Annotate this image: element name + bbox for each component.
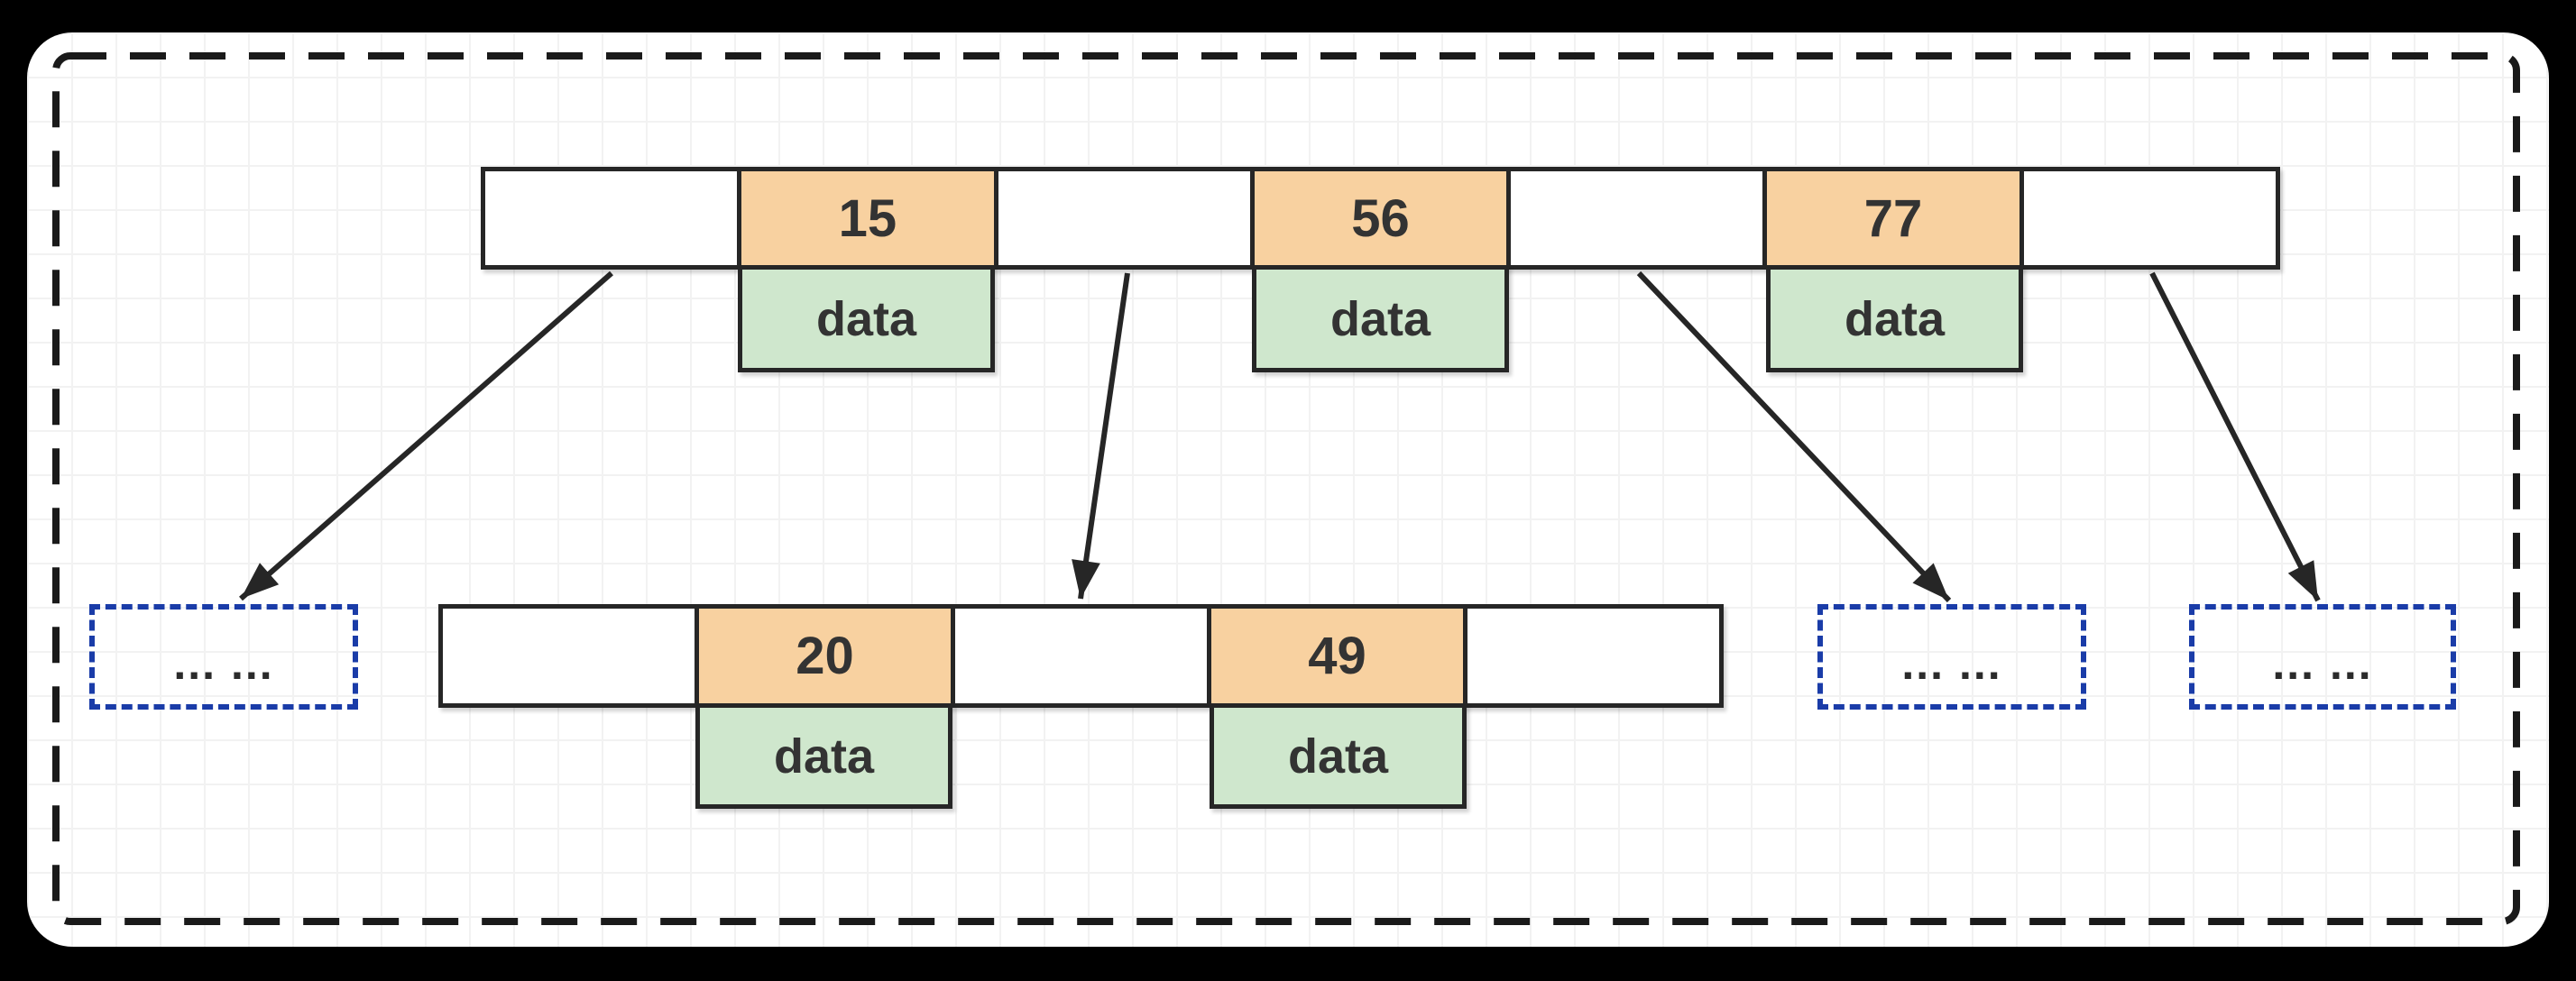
pointer-cell	[993, 171, 1250, 265]
pointer-cell	[1463, 609, 1719, 703]
data-box-77: data	[1766, 265, 2023, 372]
arrow-root-to-right-placeholder	[2149, 271, 2321, 602]
placeholder-node-middle: ... ...	[1817, 604, 2086, 710]
placeholder-node-left: ... ...	[89, 604, 358, 710]
arrow-root-to-child-node	[1072, 272, 1130, 600]
key-cell-49: 49	[1207, 609, 1463, 703]
placeholder-node-right: ... ...	[2189, 604, 2456, 710]
arrow-root-to-middle-placeholder	[1636, 270, 1952, 603]
pointer-cell	[443, 609, 695, 703]
key-cell-20: 20	[695, 609, 951, 703]
btree-root-node: 15 56 77	[481, 167, 2280, 270]
data-box-20: data	[695, 703, 952, 809]
pointer-cell	[485, 171, 737, 265]
data-box-56: data	[1252, 265, 1509, 372]
btree-child-node: 20 49	[438, 604, 1724, 708]
pointer-cell	[2019, 171, 2276, 265]
key-cell-15: 15	[737, 171, 994, 265]
pointer-cell	[1506, 171, 1762, 265]
pointer-cell	[951, 609, 1207, 703]
arrow-root-to-left-placeholder	[239, 270, 613, 601]
data-box-49: data	[1210, 703, 1467, 809]
key-cell-77: 77	[1762, 171, 2019, 265]
key-cell-56: 56	[1249, 171, 1507, 265]
dashed-border	[52, 52, 2520, 925]
data-box-15: data	[738, 265, 995, 372]
